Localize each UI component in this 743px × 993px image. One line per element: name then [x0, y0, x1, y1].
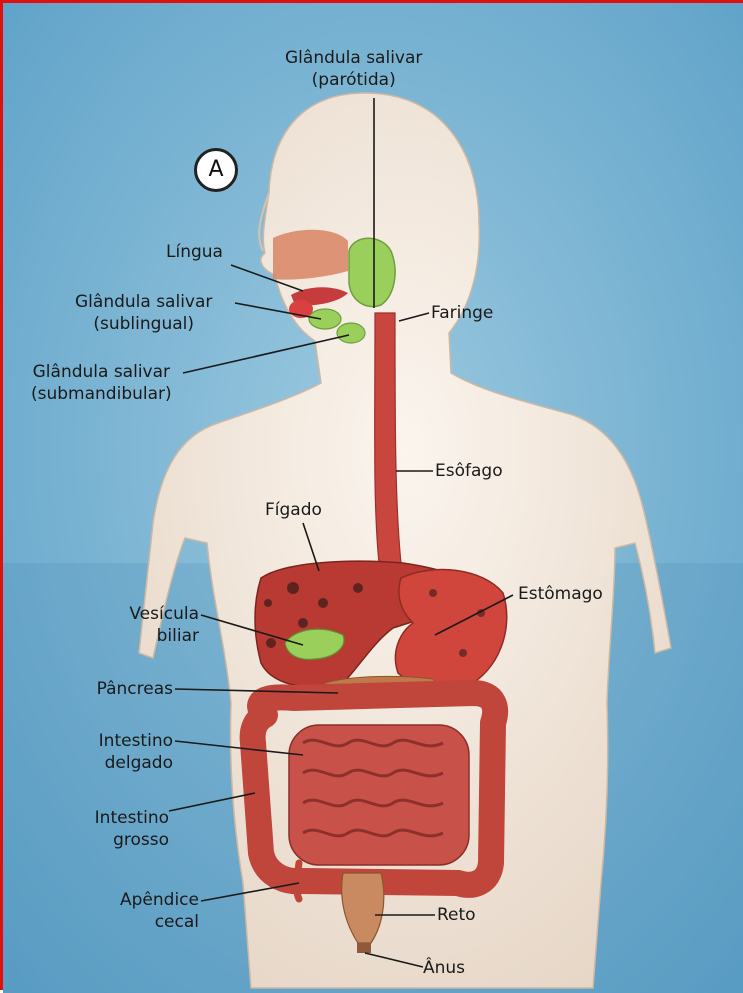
label-rectum-line1: Reto	[437, 904, 476, 926]
label-esophagus-line1: Esôfago	[435, 460, 503, 482]
label-appendix-line1: Apêndice	[79, 889, 199, 911]
label-sublingual-line2: (sublingual)	[75, 313, 212, 335]
label-sublingual: Glândula salivar (sublingual)	[75, 291, 212, 335]
label-tongue: Língua	[166, 241, 223, 263]
label-submandibular-line2: (submandibular)	[31, 383, 172, 405]
label-parotid: Glândula salivar (parótida)	[285, 47, 422, 91]
label-appendix-line2: cecal	[79, 911, 199, 933]
label-small-intestine: Intestino delgado	[63, 730, 173, 774]
label-appendix: Apêndice cecal	[79, 889, 199, 933]
panel-letter-badge: A	[194, 148, 238, 192]
label-esophagus: Esôfago	[435, 460, 503, 482]
nasal-cavity	[273, 230, 348, 280]
label-gallbladder-line2: biliar	[87, 625, 199, 647]
submandibular-gland	[337, 323, 365, 343]
label-large-intestine: Intestino grosso	[59, 807, 169, 851]
label-large-intestine-line2: grosso	[59, 829, 169, 851]
label-gallbladder-line1: Vesícula	[87, 603, 199, 625]
label-pharynx: Faringe	[431, 302, 493, 324]
label-anus: Ânus	[423, 957, 465, 979]
label-liver-line1: Fígado	[265, 499, 322, 521]
label-gallbladder: Vesícula biliar	[87, 603, 199, 647]
label-pancreas: Pâncreas	[63, 678, 173, 700]
label-rectum: Reto	[437, 904, 476, 926]
appendix	[297, 863, 299, 899]
label-liver: Fígado	[265, 499, 322, 521]
label-pancreas-line1: Pâncreas	[63, 678, 173, 700]
label-anus-line1: Ânus	[423, 957, 465, 979]
label-parotid-line2: (parótida)	[285, 69, 422, 91]
label-large-intestine-line1: Intestino	[59, 807, 169, 829]
label-submandibular: Glândula salivar (submandibular)	[31, 361, 172, 405]
label-small-intestine-line2: delgado	[63, 752, 173, 774]
label-parotid-line1: Glândula salivar	[285, 47, 422, 69]
parotid-gland	[349, 238, 395, 306]
label-stomach: Estômago	[518, 583, 603, 605]
label-sublingual-line1: Glândula salivar	[75, 291, 212, 313]
sublingual-gland	[309, 309, 341, 329]
label-small-intestine-line1: Intestino	[63, 730, 173, 752]
anus	[357, 943, 371, 953]
label-stomach-line1: Estômago	[518, 583, 603, 605]
label-tongue-line1: Língua	[166, 241, 223, 263]
label-submandibular-line1: Glândula salivar	[31, 361, 172, 383]
label-pharynx-line1: Faringe	[431, 302, 493, 324]
